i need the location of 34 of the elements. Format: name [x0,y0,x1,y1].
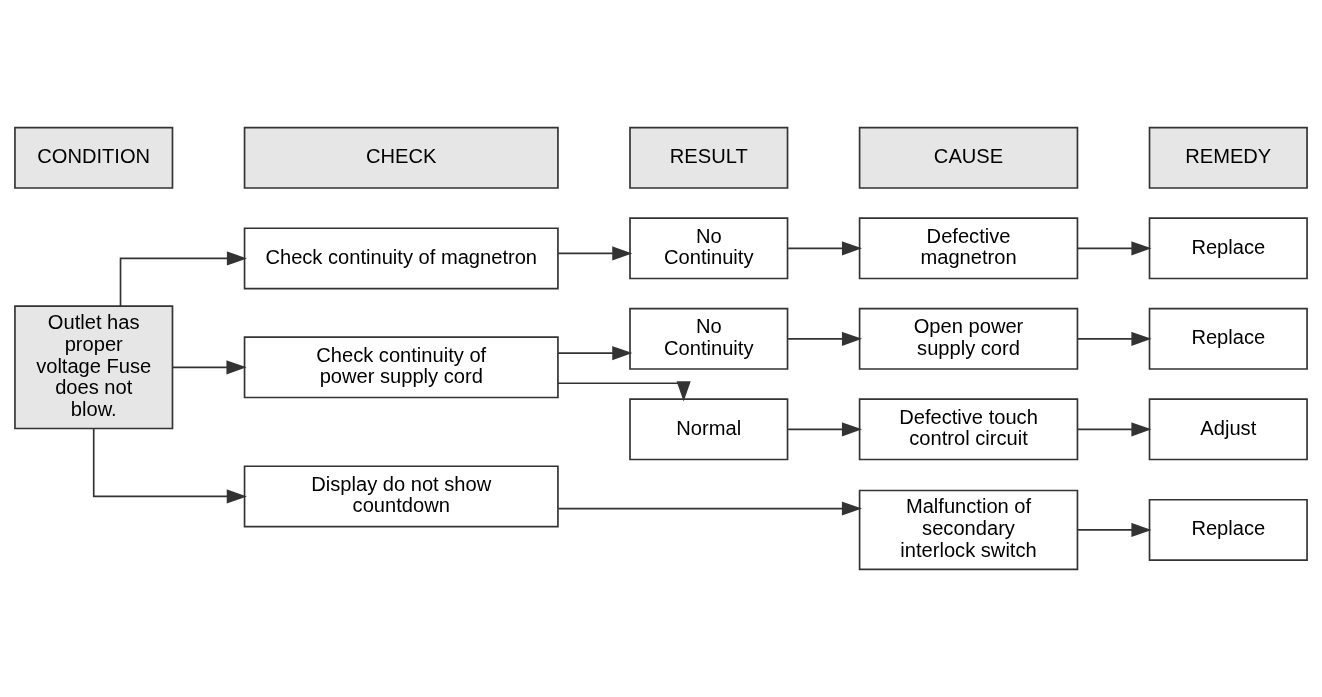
arrow [1077,522,1152,537]
node-box: Check continuity of power supply cord [243,336,559,399]
arrow [787,422,863,437]
node-box: CONDITION [14,126,174,189]
arrow [119,251,248,307]
arrow [172,360,247,375]
node-box: Replace [1148,307,1308,370]
node-box: Replace [1148,217,1308,280]
node-box: CAUSE [858,126,1079,189]
node-box: RESULT [629,126,789,189]
arrow [92,428,247,504]
node-box: No Continuity [629,307,789,370]
node-box: Malfunction of secondary interlock switch [858,489,1079,571]
arrow [1077,241,1152,256]
node-box: CHECK [243,126,559,189]
node-box: Replace [1148,498,1308,561]
node-box: Check continuity of magnetron [243,227,559,290]
node-box: Normal [629,398,789,461]
node-box: Defective magnetron [858,217,1079,280]
node-box: Outlet has proper voltage Fuse does not blow. [14,305,174,430]
arrow [557,246,633,261]
node-box: Open power supply cord [858,307,1079,370]
node-box: Display do not show countdown [243,465,559,528]
arrow [1077,422,1152,437]
node-box: Defective touch control circuit [858,398,1079,461]
arrow [557,501,863,516]
node-box: Adjust [1148,398,1308,461]
arrow [557,381,691,402]
node-box: No Continuity [629,217,789,280]
node-box: REMEDY [1148,126,1308,189]
arrow [1077,331,1152,346]
arrow [787,241,863,256]
arrow [557,346,633,361]
arrow [787,331,863,346]
